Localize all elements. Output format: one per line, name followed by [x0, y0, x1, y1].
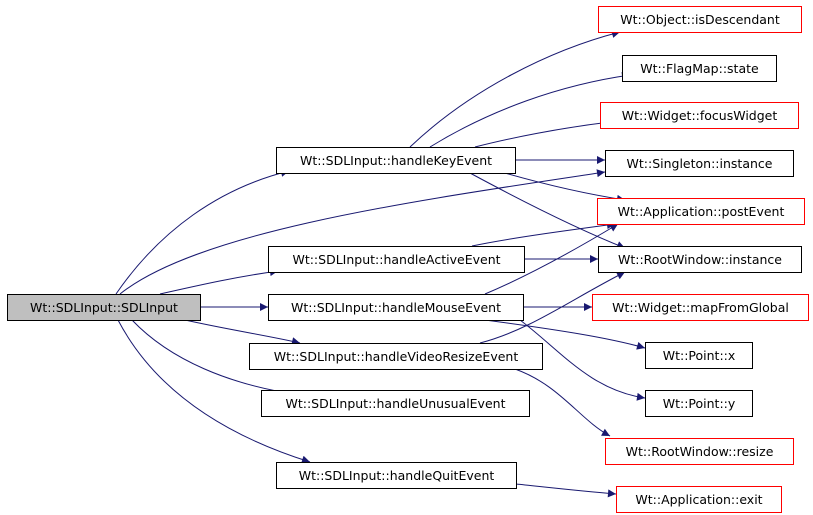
node-label: Wt::FlagMap::state	[640, 61, 759, 76]
node-label: Wt::SDLInput::handleUnusualEvent	[286, 396, 506, 411]
node-mapFromGlobal[interactable]: Wt::Widget::mapFromGlobal	[592, 294, 809, 321]
node-box	[7, 294, 201, 321]
node-box	[600, 102, 799, 129]
node-handleVideoResizeEvent[interactable]: Wt::SDLInput::handleVideoResizeEvent	[249, 343, 543, 370]
node-label: Wt::Widget::mapFromGlobal	[612, 300, 789, 315]
edge-sdlinput-to-handleQuitEvent	[117, 319, 311, 464]
node-label: Wt::SDLInput::handleActiveEvent	[292, 252, 500, 267]
node-pointX[interactable]: Wt::Point::x	[645, 342, 753, 369]
edge-handleKeyEvent-to-rootWindowInstance	[469, 172, 626, 249]
edge-handleKeyEvent-to-focusWidget	[474, 118, 611, 148]
edge-handleQuitEvent-to-appExit	[515, 483, 617, 498]
edge-handleMouseEvent-to-pointY	[519, 319, 646, 401]
node-focusWidget[interactable]: Wt::Widget::focusWidget	[600, 102, 799, 129]
node-box	[616, 486, 782, 513]
node-resize[interactable]: Wt::RootWindow::resize	[605, 438, 794, 465]
node-appExit[interactable]: Wt::Application::exit	[616, 486, 782, 513]
node-singletonInstance[interactable]: Wt::Singleton::instance	[605, 150, 794, 177]
node-label: Wt::RootWindow::instance	[618, 252, 782, 267]
node-sdlinput: Wt::SDLInput::SDLInput	[7, 294, 201, 321]
node-handleMouseEvent[interactable]: Wt::SDLInput::handleMouseEvent	[268, 294, 524, 321]
node-label: Wt::Object::isDescendant	[620, 12, 780, 27]
node-label: Wt::Application::postEvent	[618, 204, 785, 219]
node-label: Wt::RootWindow::resize	[626, 444, 774, 459]
node-label: Wt::SDLInput::handleKeyEvent	[300, 153, 492, 168]
node-box	[597, 198, 805, 225]
node-box	[605, 150, 794, 177]
edges-layer	[115, 30, 646, 498]
node-box	[645, 390, 753, 417]
node-box	[261, 390, 530, 417]
edge-sdlinput-to-handleVideoResizeEvent	[184, 319, 301, 346]
node-pointY[interactable]: Wt::Point::y	[645, 390, 753, 417]
node-box	[598, 246, 802, 273]
edge-sdlinput-to-handleKeyEvent	[115, 169, 290, 295]
edge-sdlinput-to-singletonInstance	[119, 169, 606, 295]
node-label: Wt::SDLInput::SDLInput	[30, 300, 178, 315]
node-postEvent[interactable]: Wt::Application::postEvent	[597, 198, 805, 225]
edge-handleVideoResizeEvent-to-resize	[514, 368, 611, 437]
node-handleKeyEvent[interactable]: Wt::SDLInput::handleKeyEvent	[276, 147, 516, 174]
node-label: Wt::Widget::focusWidget	[622, 108, 778, 123]
node-box	[598, 6, 802, 33]
node-handleQuitEvent[interactable]: Wt::SDLInput::handleQuitEvent	[276, 462, 517, 489]
node-handleActiveEvent[interactable]: Wt::SDLInput::handleActiveEvent	[268, 246, 525, 273]
node-box	[605, 438, 794, 465]
node-label: Wt::Point::x	[663, 348, 736, 363]
node-box	[249, 343, 543, 370]
edge-handleActiveEvent-to-postEvent	[471, 221, 616, 247]
edge-handleMouseEvent-to-postEvent	[484, 223, 619, 295]
node-box	[268, 294, 524, 321]
node-label: Wt::Singleton::instance	[627, 156, 773, 171]
edge-handleMouseEvent-to-pointX	[484, 319, 646, 350]
node-label: Wt::SDLInput::handleQuitEvent	[299, 468, 495, 483]
edge-sdlinput-to-handleActiveEvent	[159, 268, 279, 295]
node-label: Wt::Application::exit	[635, 492, 762, 507]
node-box	[268, 246, 525, 273]
edge-handleKeyEvent-to-postEvent	[504, 172, 626, 203]
node-label: Wt::SDLInput::handleMouseEvent	[291, 300, 501, 315]
node-box	[276, 462, 517, 489]
node-isDescendant[interactable]: Wt::Object::isDescendant	[598, 6, 802, 33]
node-box	[592, 294, 809, 321]
node-box	[645, 342, 753, 369]
node-label: Wt::Point::y	[663, 396, 736, 411]
node-rootWindowInstance[interactable]: Wt::RootWindow::instance	[598, 246, 802, 273]
nodes-layer: Wt::SDLInput::SDLInputWt::SDLInput::hand…	[7, 6, 809, 513]
node-label: Wt::SDLInput::handleVideoResizeEvent	[274, 349, 519, 364]
edge-handleKeyEvent-to-isDescendant	[409, 30, 621, 148]
node-flagmapState[interactable]: Wt::FlagMap::state	[622, 55, 777, 82]
node-box	[276, 147, 516, 174]
edge-handleKeyEvent-to-flagmapState	[429, 72, 631, 148]
node-handleUnusualEvent[interactable]: Wt::SDLInput::handleUnusualEvent	[261, 390, 530, 417]
edge-handleVideoResizeEvent-to-rootWindowInstance	[479, 271, 626, 344]
node-box	[622, 55, 777, 82]
